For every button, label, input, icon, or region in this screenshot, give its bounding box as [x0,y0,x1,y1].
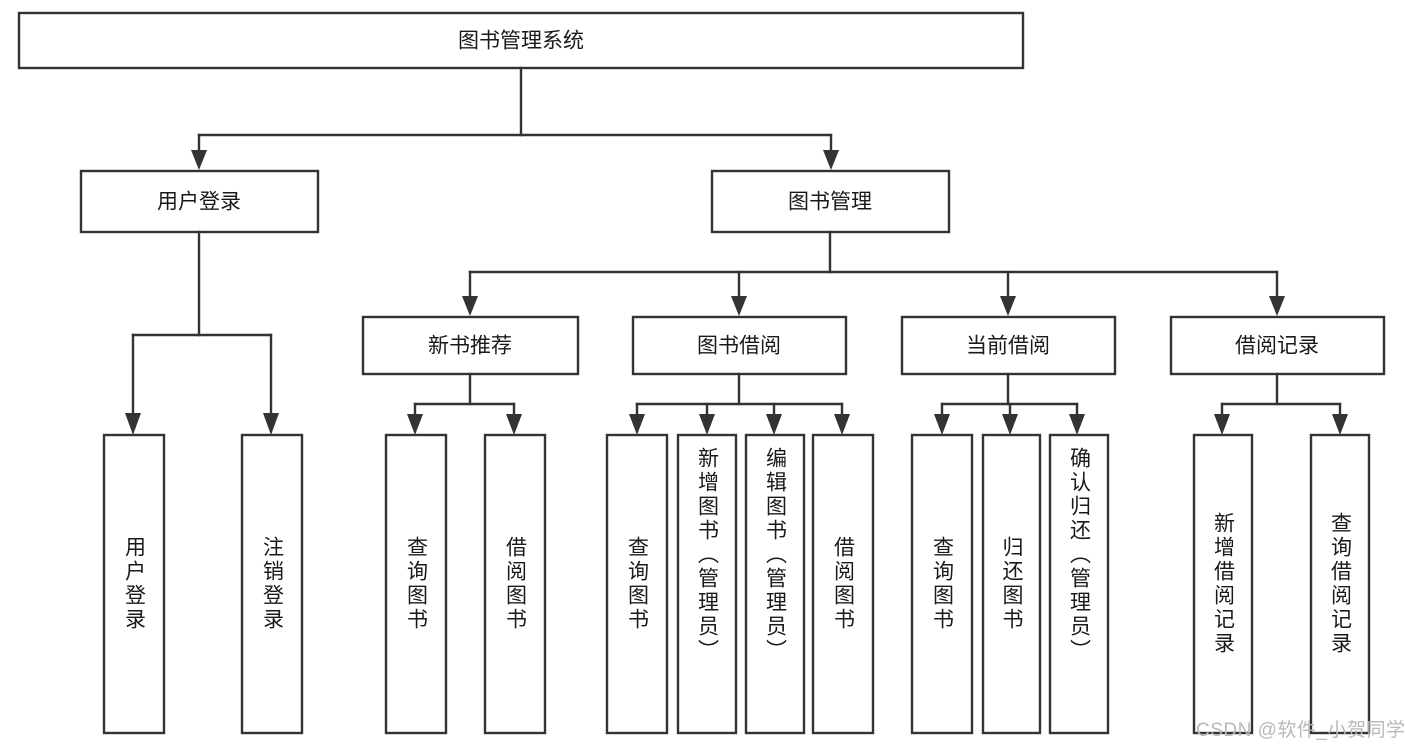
leaf-label: 查询图书 [625,536,649,632]
arrow-head-icon [1000,296,1016,316]
leaf-record-query-record[interactable]: 查询借阅记录 [1309,433,1371,735]
connector-book-borrow-to-leaves [629,372,850,435]
leaf-label: 查询图书 [404,536,428,632]
leaf-label-container: 编辑图书（管理员） [763,447,787,663]
leaf-newbook-borrow-book[interactable]: 借阅图书 [483,433,547,735]
leaf-label: 归还图书 [1000,536,1023,632]
leaf-current-query-book[interactable]: 查询图书 [910,433,974,735]
leaf-label: 查询借阅记录 [1328,512,1352,656]
node-user-login-box[interactable] [79,169,320,234]
leaf-box[interactable] [744,433,806,735]
node-user-login-label: 用户登录 [157,191,241,214]
leaf-box[interactable] [1309,433,1371,735]
node-root-label: 图书管理系统 [458,30,584,53]
leaf-borrow-add-book-admin[interactable]: 新增图书（管理员） [676,433,738,735]
arrow-head-icon [263,413,279,435]
leaf-box[interactable] [676,433,738,735]
leaf-label: 查询图书 [930,536,954,632]
leaf-label-container: 查询图书 [930,536,954,632]
leaf-current-confirm-return-admin[interactable]: 确认归还（管理员） [1048,433,1110,735]
arrow-head-icon [934,414,950,435]
connector-current-borrow-to-leaves [934,372,1085,435]
leaf-label-container: 查询借阅记录 [1328,512,1352,656]
leaf-label: 用户登录 [122,536,146,632]
arrow-head-icon [1214,414,1230,435]
leaf-label-container: 查询图书 [404,536,428,632]
arrow-head-icon [506,414,522,435]
node-current-borrow-label: 当前借阅 [966,335,1050,358]
connector-borrow-record-to-leaves [1214,372,1348,435]
leaf-box[interactable] [981,433,1042,735]
leaf-label-container: 确认归还（管理员） [1067,447,1091,663]
leaf-label: 新增借阅记录 [1211,512,1235,656]
leaf-borrow-borrow-book[interactable]: 借阅图书 [811,433,875,735]
arrow-head-icon [766,414,782,435]
leaf-user-logout[interactable]: 注销登录 [240,433,304,735]
leaf-label-container: 借阅图书 [503,536,527,632]
arrow-head-icon [1069,414,1085,435]
leaf-newbook-query-book[interactable]: 查询图书 [384,433,448,735]
leaf-borrow-query-book[interactable]: 查询图书 [605,433,669,735]
leaf-box[interactable] [384,433,448,735]
arrow-head-icon [125,413,141,435]
node-new-book-recommend-box[interactable] [361,315,580,376]
connector-root-to-level2 [191,66,839,170]
arrow-head-icon [699,414,715,435]
arrow-head-icon [1269,296,1285,316]
leaf-label-container: 借阅图书 [831,536,855,632]
arrow-head-icon [629,414,645,435]
leaf-box[interactable] [1048,433,1110,735]
node-root-box[interactable] [17,11,1025,70]
node-user-login[interactable]: 用户登录 [79,169,320,234]
leaf-label: 新增图书（管理员） [695,447,719,663]
leaf-label: 借阅图书 [831,536,855,632]
node-borrow-record-label: 借阅记录 [1235,335,1319,358]
leaf-box[interactable] [1192,433,1254,735]
connector-book-management-to-level3 [462,230,1285,316]
leaf-label-container: 查询图书 [625,536,649,632]
arrow-head-icon [823,150,839,170]
leaf-label-container: 新增图书（管理员） [695,447,719,663]
leaf-box[interactable] [605,433,669,735]
node-new-book-recommend[interactable]: 新书推荐 [361,315,580,376]
leaf-label-container: 用户登录 [122,536,146,632]
node-borrow-record[interactable]: 借阅记录 [1169,315,1386,376]
leaf-label: 注销登录 [260,536,284,632]
leaf-box[interactable] [811,433,875,735]
node-current-borrow-box[interactable] [900,315,1117,376]
leaf-box[interactable] [483,433,547,735]
leaf-label-container: 注销登录 [260,536,284,632]
csdn-watermark: CSDN @软件_小贺同学 [1196,720,1405,741]
leaf-label-container: 归还图书 [1000,536,1023,632]
node-book-management[interactable]: 图书管理 [710,169,951,234]
node-current-borrow[interactable]: 当前借阅 [900,315,1117,376]
arrow-head-icon [1332,414,1348,435]
arrow-head-icon [462,296,478,316]
leaf-label: 借阅图书 [503,536,527,632]
leaf-user-login[interactable]: 用户登录 [102,433,166,735]
leaf-record-add-record[interactable]: 新增借阅记录 [1192,433,1254,735]
leaf-current-return-book[interactable]: 归还图书 [981,433,1042,735]
leaf-label: 确认归还（管理员） [1067,447,1091,663]
leaf-label: 编辑图书（管理员） [763,447,787,663]
leaf-label-container: 新增借阅记录 [1211,512,1235,656]
leaf-box[interactable] [240,433,304,735]
arrow-head-icon [191,150,207,170]
node-root[interactable]: 图书管理系统 [17,11,1025,70]
leaf-box[interactable] [910,433,974,735]
leaf-borrow-edit-book-admin[interactable]: 编辑图书（管理员） [744,433,806,735]
node-book-management-label: 图书管理 [788,191,872,214]
node-book-borrow-label: 图书借阅 [697,335,781,358]
connector-new-book-to-leaves [407,372,522,435]
leaf-box[interactable] [102,433,166,735]
arrow-head-icon [834,414,850,435]
connector-user-login-to-leaves [125,230,279,435]
arrow-head-icon [1002,414,1018,435]
node-book-borrow[interactable]: 图书借阅 [631,315,848,376]
arrow-head-icon [731,296,747,316]
node-new-book-recommend-label: 新书推荐 [428,335,512,358]
arrow-head-icon [407,414,423,435]
